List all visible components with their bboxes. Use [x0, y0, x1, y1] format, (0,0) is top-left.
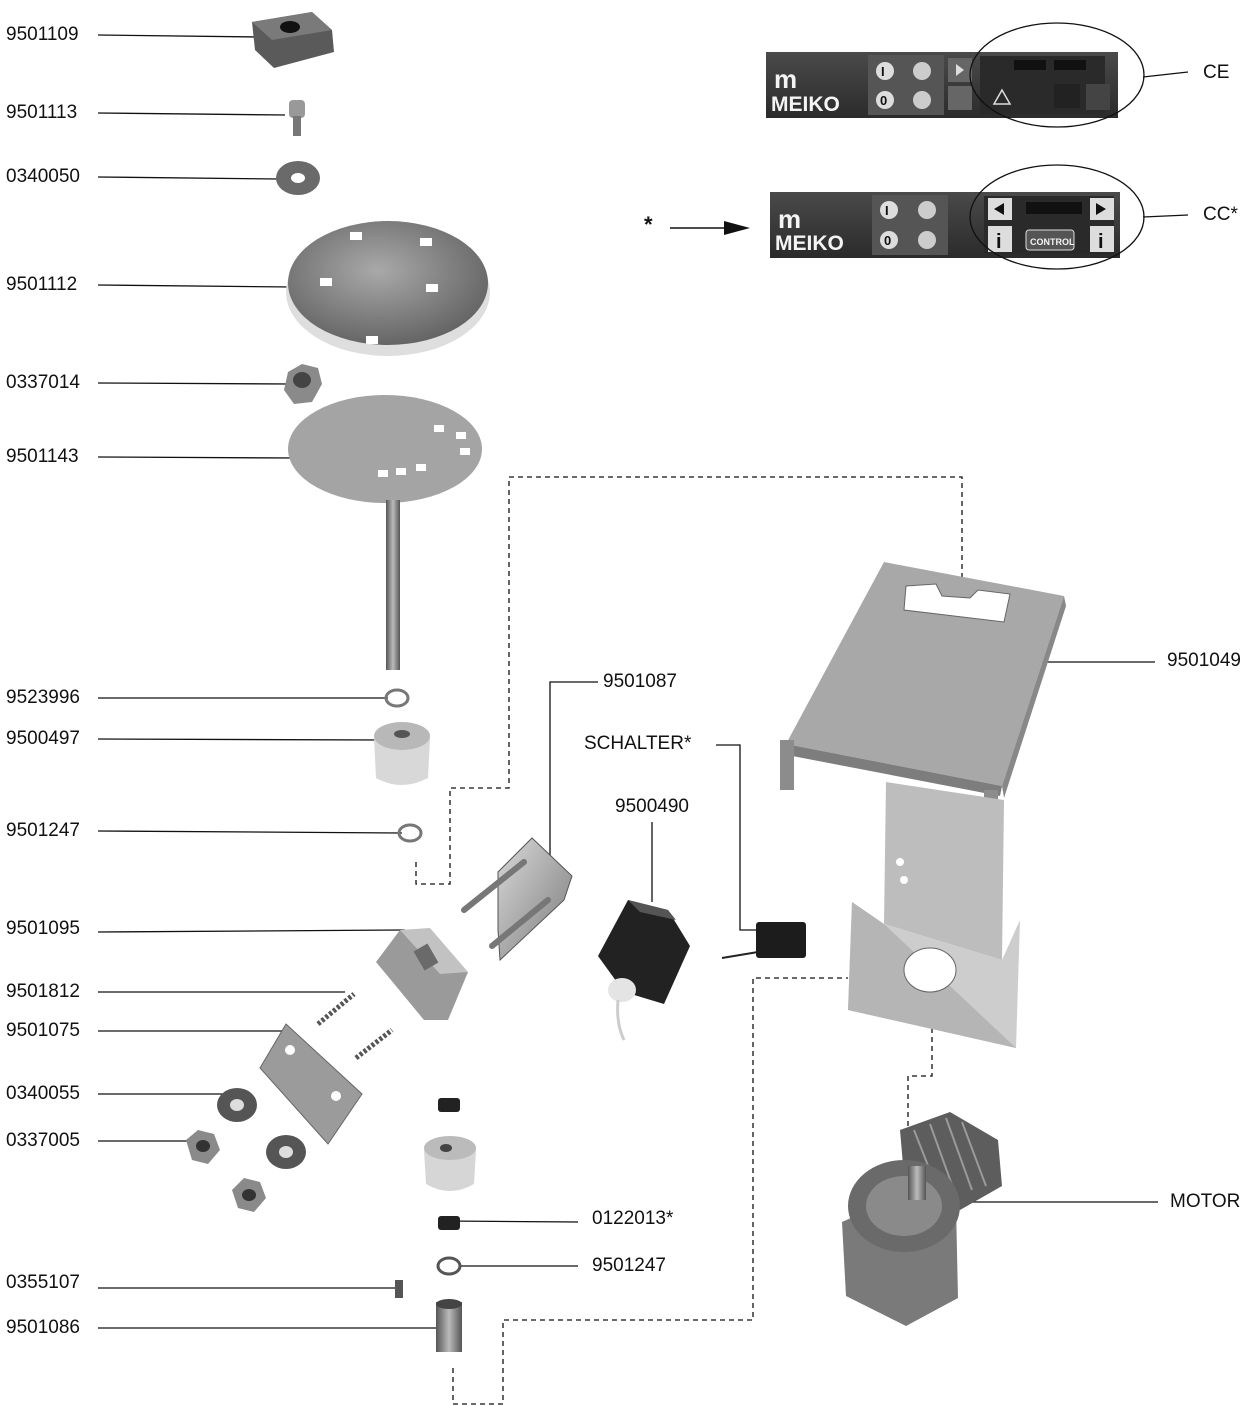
part-9500490 — [598, 900, 690, 1041]
part-9501049 — [780, 562, 1066, 1048]
label-motor: MOTOR — [1170, 1191, 1241, 1212]
svg-text:i: i — [1098, 231, 1104, 253]
label-0340055: 0340055 — [6, 1083, 80, 1104]
svg-text:CONTROL: CONTROL — [1030, 237, 1075, 247]
part-0337014 — [284, 364, 322, 404]
part-motor — [842, 1112, 1002, 1326]
label-0337014: 0337014 — [6, 372, 80, 393]
part-9500497 — [374, 722, 430, 785]
part-9501095 — [376, 928, 468, 1020]
part-0122013 — [438, 1216, 460, 1230]
label-9500490: 9500490 — [615, 796, 689, 817]
part-9501247-lower — [436, 1256, 462, 1276]
part-9501812 — [316, 992, 394, 1060]
part-9501086 — [436, 1299, 462, 1352]
svg-text:0: 0 — [880, 93, 887, 108]
part-9501109 — [252, 12, 334, 68]
part-lower-coupling — [424, 1098, 476, 1191]
label-0122013: 0122013* — [592, 1208, 674, 1229]
label-9501086: 9501086 — [6, 1317, 80, 1338]
part-schalter — [721, 922, 806, 959]
label-9501095: 9501095 — [6, 918, 80, 939]
label-asterisk: * — [644, 212, 653, 237]
label-9523996: 9523996 — [6, 687, 80, 708]
label-9501143: 9501143 — [6, 446, 79, 467]
panel-cc-brand: MEIKO — [775, 232, 844, 255]
label-9501112: 9501112 — [6, 274, 78, 295]
part-9501143 — [288, 395, 482, 670]
part-0337005 — [186, 1130, 266, 1212]
control-panel-cc: m MEIKO I 0 i i CONTROL — [770, 192, 1120, 258]
label-9501087: 9501087 — [603, 671, 677, 692]
label-cc: CC* — [1203, 204, 1238, 225]
svg-text:0: 0 — [884, 233, 891, 248]
part-0355107 — [395, 1280, 403, 1298]
panel-cc-m: m — [778, 204, 801, 234]
part-9501075 — [259, 1023, 363, 1145]
label-9500497: 9500497 — [6, 728, 80, 749]
control-panel-ce: m MEIKO I 0 — [766, 52, 1118, 118]
label-9501075: 9501075 — [6, 1020, 80, 1041]
part-0340050 — [276, 161, 320, 195]
dashed-connectors — [415, 476, 963, 1405]
part-9501113 — [289, 100, 305, 136]
label-0340050: 0340050 — [6, 166, 80, 187]
arrow-icon — [670, 221, 750, 235]
part-9501112 — [286, 221, 490, 356]
panel-ce-m: m — [774, 64, 797, 94]
panel-ce-brand: MEIKO — [771, 93, 840, 116]
label-9501247-upper: 9501247 — [6, 820, 80, 841]
label-0355107: 0355107 — [6, 1272, 80, 1293]
label-9501049: 9501049 — [1167, 650, 1241, 671]
part-9523996 — [384, 688, 410, 708]
label-9501113: 9501113 — [6, 102, 78, 123]
svg-text:I: I — [881, 64, 885, 79]
ce-ellipse — [969, 22, 1145, 128]
leader-lines — [97, 34, 1189, 1329]
label-0337005: 0337005 — [6, 1130, 80, 1151]
svg-text:I: I — [885, 203, 889, 218]
label-schalter: SCHALTER* — [584, 733, 692, 754]
part-9501247-upper — [397, 823, 423, 843]
label-9501812: 9501812 — [6, 981, 80, 1002]
cc-ellipse — [969, 164, 1145, 270]
part-9501087 — [461, 837, 573, 962]
svg-text:i: i — [996, 231, 1002, 253]
label-9501109: 9501109 — [6, 24, 79, 45]
part-0340055 — [217, 1088, 306, 1169]
label-9501247-lower: 9501247 — [592, 1255, 666, 1276]
label-ce: CE — [1203, 62, 1230, 83]
